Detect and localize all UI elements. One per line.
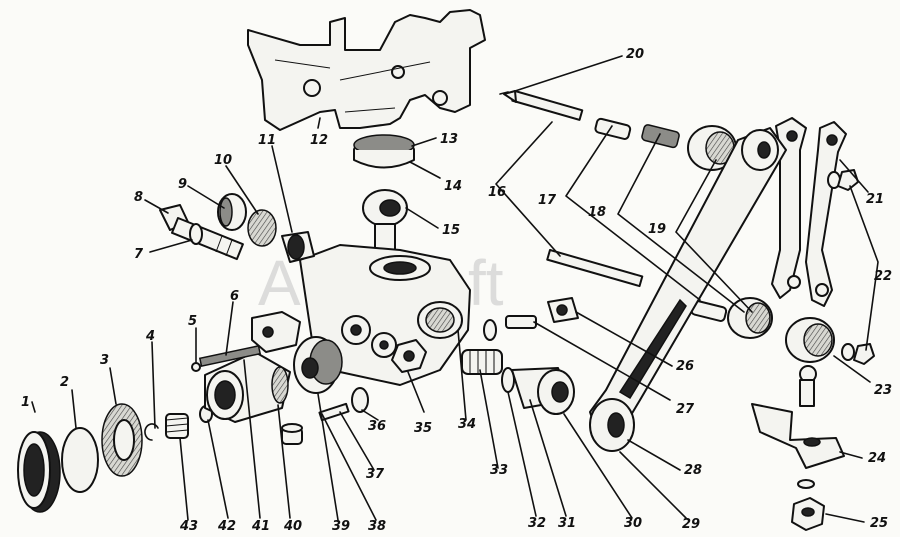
- part-clamp-block: [251, 311, 301, 353]
- label-8: 8: [134, 190, 143, 205]
- label-18: 18: [588, 205, 606, 220]
- label-7: 7: [134, 247, 144, 262]
- part-number-labels: 1 2 3 4 5 6 7 8 9 10 11 12 13 14 15 16 1…: [21, 47, 892, 534]
- part-43-spring: [165, 413, 189, 439]
- part-1-cap: [17, 431, 61, 513]
- part-39-boot: [293, 336, 343, 394]
- label-2: 2: [60, 375, 69, 390]
- label-39: 39: [332, 519, 350, 534]
- part-2-gasket: [61, 427, 99, 493]
- part-10-disc: [247, 209, 277, 247]
- part-28-29-lever: [589, 127, 787, 452]
- label-28: 28: [684, 463, 702, 478]
- label-31: 31: [558, 516, 576, 531]
- part-26-fitting: [547, 297, 579, 323]
- part-37-screw: [318, 402, 350, 422]
- label-29: 29: [682, 517, 700, 532]
- label-1: 1: [21, 395, 30, 410]
- part-7-8-bolt: [159, 204, 244, 261]
- part-3-washer: [101, 403, 143, 477]
- label-9: 9: [178, 177, 187, 192]
- label-30: 30: [624, 516, 642, 531]
- part-19-bushing: [687, 125, 737, 171]
- part-25-nut: [791, 479, 825, 531]
- label-38: 38: [368, 519, 386, 534]
- part-6-pin: [198, 344, 262, 368]
- label-33: 33: [490, 463, 508, 478]
- label-27: 27: [676, 402, 695, 417]
- label-21: 21: [866, 192, 884, 207]
- label-4: 4: [145, 329, 155, 344]
- label-17: 17: [538, 193, 557, 208]
- part-18-bushing: [641, 124, 680, 149]
- part-34-seal: [483, 319, 497, 341]
- label-36: 36: [368, 419, 386, 434]
- part-13-14-seal: [353, 134, 415, 169]
- part-21-bracket-arm: [771, 117, 847, 307]
- part-5-ball: [191, 362, 201, 372]
- leader-lines: [31, 55, 879, 523]
- part-4-circlip: [144, 423, 159, 441]
- part-27-grease-nipple: [505, 315, 537, 329]
- label-26: 26: [676, 359, 694, 374]
- label-14: 14: [444, 179, 462, 194]
- part-9-bushing: [217, 193, 247, 231]
- label-10: 10: [214, 153, 232, 168]
- label-12: 12: [310, 133, 328, 148]
- label-32: 32: [528, 516, 546, 531]
- part-16-lower-pin: [546, 249, 644, 288]
- label-13: 13: [440, 132, 458, 147]
- part-11-bushing: [281, 231, 315, 263]
- label-35: 35: [414, 421, 432, 436]
- label-42: 42: [217, 519, 236, 534]
- label-23: 23: [874, 383, 892, 398]
- label-25: 25: [870, 516, 888, 531]
- label-37: 37: [366, 467, 385, 482]
- label-34: 34: [458, 417, 476, 432]
- part-35-nut: [391, 339, 427, 373]
- label-5: 5: [188, 314, 197, 329]
- label-22: 22: [874, 269, 892, 284]
- label-3: 3: [100, 353, 109, 368]
- label-6: 6: [230, 289, 239, 304]
- label-40: 40: [283, 519, 302, 534]
- part-20-cotter: [499, 91, 509, 95]
- label-43: 43: [179, 519, 198, 534]
- central-housing: [299, 244, 471, 386]
- part-31-sleeve: [511, 367, 575, 415]
- label-15: 15: [442, 223, 460, 238]
- part-24-bracket: [751, 403, 845, 469]
- part-23-ball-joint: [785, 317, 835, 407]
- part-12-mounting-bracket: [247, 9, 486, 131]
- label-24: 24: [868, 451, 886, 466]
- part-38-plug: [281, 423, 303, 445]
- label-41: 41: [251, 519, 270, 534]
- part-33-spring: [461, 349, 503, 375]
- label-16: 16: [488, 185, 506, 200]
- label-19: 19: [648, 222, 666, 237]
- part-17-bushing: [594, 117, 632, 140]
- label-11: 11: [258, 133, 276, 148]
- part-36-washer: [351, 387, 369, 413]
- label-20: 20: [626, 47, 644, 62]
- part-15-eye-bolt: [362, 189, 408, 261]
- part-16-pin: [503, 90, 584, 121]
- part-22-nut: [827, 169, 875, 365]
